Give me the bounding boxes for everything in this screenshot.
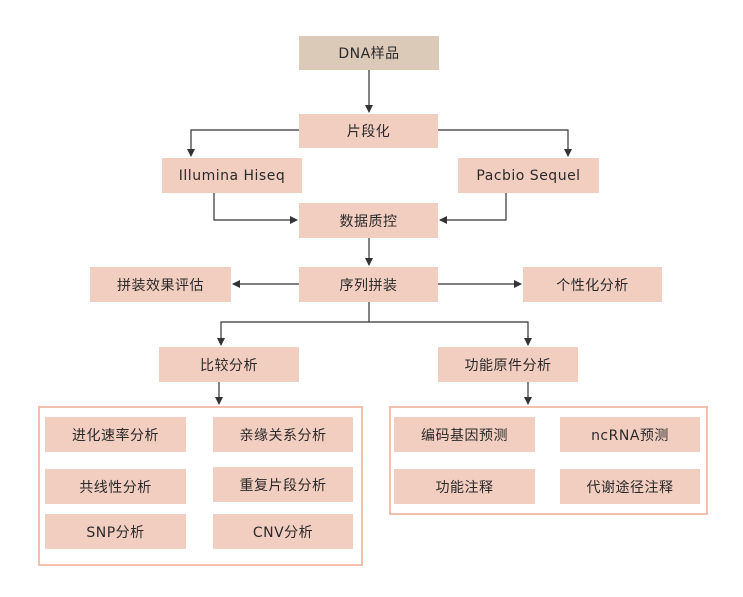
ncrna-prediction-node: ncRNA预测 (560, 417, 700, 452)
repeat-fragment-node: 重复片段分析 (213, 467, 353, 502)
kinship-node: 亲缘关系分析 (213, 417, 353, 452)
cnv-node: CNV分析 (213, 514, 353, 549)
quality-control-node: 数据质控 (299, 203, 438, 238)
comparative-analysis-group (38, 406, 363, 566)
edge-pacbio-to-qc (439, 193, 507, 224)
functional-elements-group (389, 406, 708, 515)
edge-illumina-to-qc (213, 193, 298, 224)
edge-to-functional (369, 321, 532, 346)
functional-elements-node: 功能原件分析 (438, 347, 578, 382)
dna-sample-node: DNA样品 (299, 36, 439, 70)
edge-to-comparative (217, 321, 369, 346)
edge-fragmentation-to-illumina (187, 129, 299, 157)
functional-annotation-node: 功能注释 (394, 469, 535, 504)
sequence-assembly-node: 序列拼装 (299, 267, 438, 302)
pathway-annotation-node: 代谢途径注释 (560, 469, 700, 504)
collinearity-node: 共线性分析 (45, 469, 186, 504)
pacbio-node: Pacbio Sequel (458, 158, 599, 193)
gene-prediction-node: 编码基因预测 (394, 417, 535, 452)
illumina-node: Illumina Hiseq (162, 158, 302, 193)
personalized-analysis-node: 个性化分析 (523, 267, 662, 302)
edge-fragmentation-to-pacbio (438, 129, 572, 157)
fragmentation-node: 片段化 (299, 114, 438, 148)
snp-node: SNP分析 (45, 514, 186, 549)
evolution-rate-node: 进化速率分析 (45, 417, 186, 452)
comparative-analysis-node: 比较分析 (159, 347, 299, 382)
assembly-eval-node: 拼装效果评估 (90, 267, 231, 302)
